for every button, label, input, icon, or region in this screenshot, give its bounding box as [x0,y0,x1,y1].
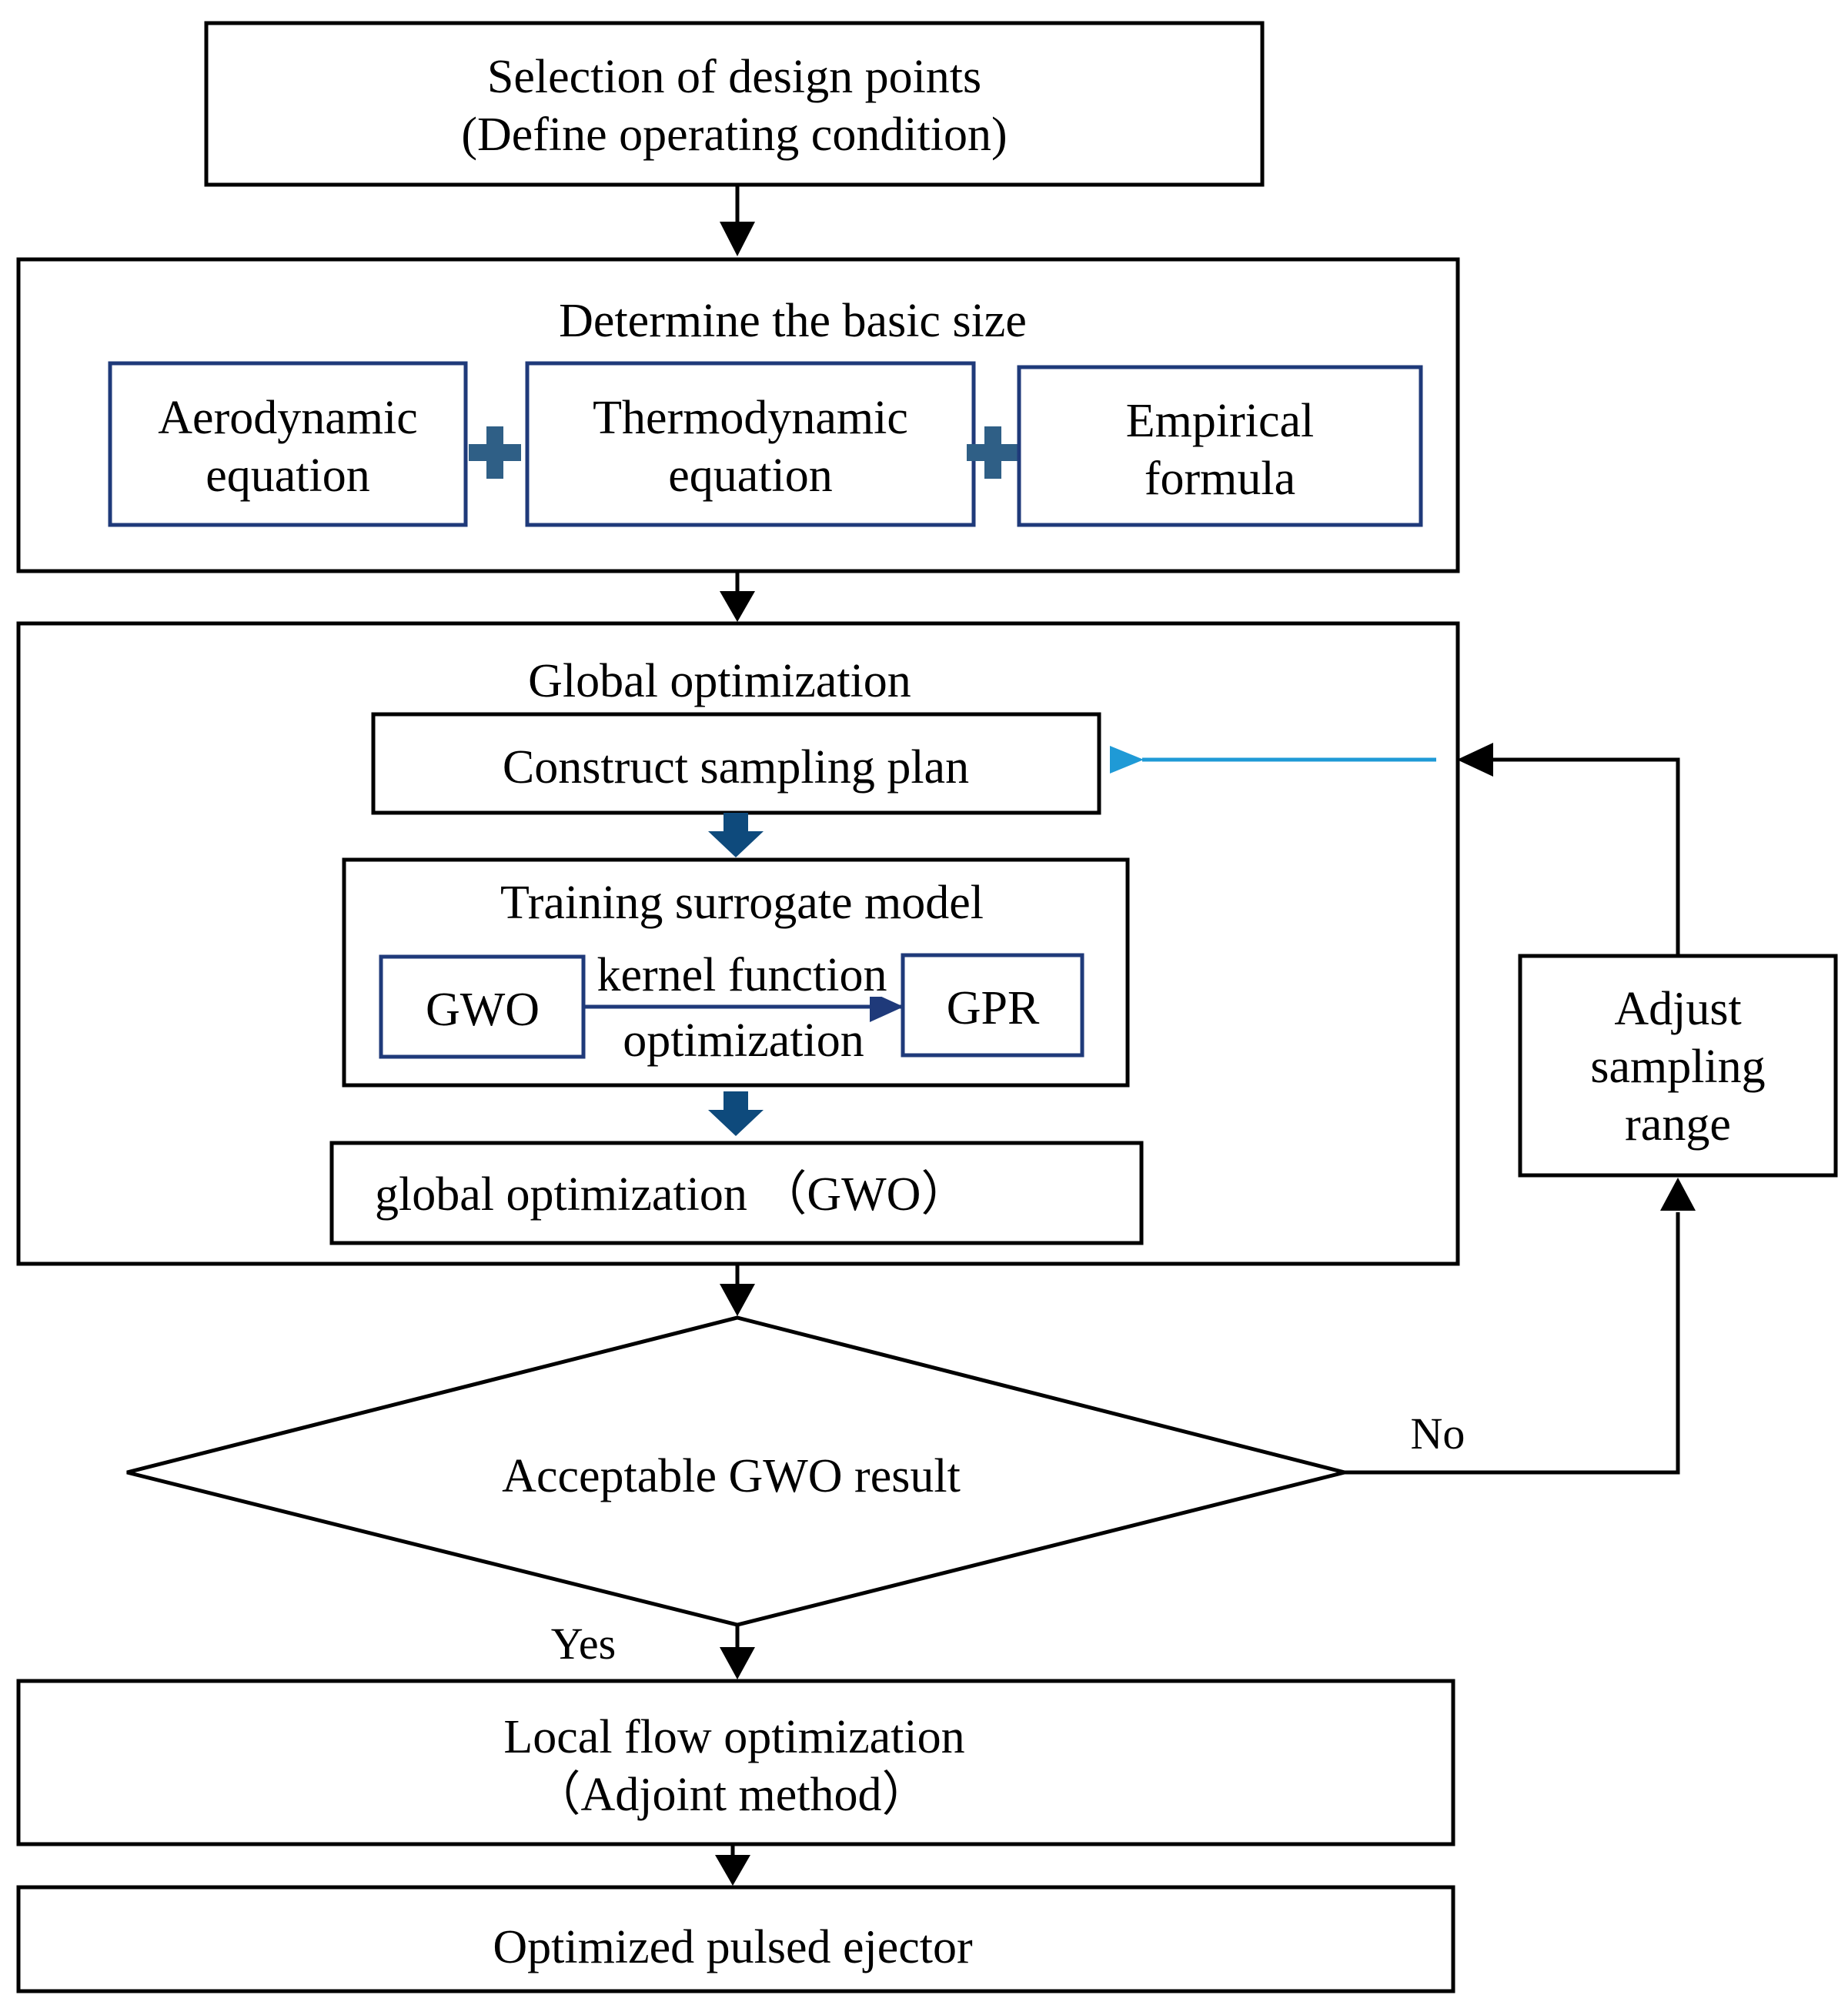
arrow-selection-to-basic [720,185,755,256]
gwo-node: GWO [379,954,586,1059]
thermodynamic-line1: Thermodynamic [593,392,908,444]
empirical-line2: formula [1145,453,1295,505]
selection-node: Selection of design points (Define opera… [204,21,1265,187]
adjust-line3: range [1625,1098,1731,1151]
gwo-label: GWO [426,984,540,1036]
thermodynamic-line2: equation [668,449,833,502]
selection-line1: Selection of design points [487,51,981,103]
basic-size-group: Determine the basic size Aerodynamic equ… [16,257,1460,573]
result-node: Optimized pulsed ejector [16,1885,1455,1993]
aerodynamic-node: Aerodynamic equation [108,361,468,527]
kernel-label-line2: optimization [623,1014,864,1067]
plus-icon [469,426,521,479]
kernel-label-line1: kernel function [597,949,887,1001]
gwo-global-label: global optimization （GWO） [375,1168,968,1221]
local-optimization-line1: Local flow optimization [503,1711,964,1763]
training-node: Training surrogate model GWO kernel func… [342,857,1130,1088]
edge-adjust-to-global [1457,743,1680,956]
training-title: Training surrogate model [500,877,984,929]
kernel-label-backdrop [586,951,893,997]
thermodynamic-node: Thermodynamic equation [525,361,976,527]
global-optimization-group: Global optimization Construct sampling p… [16,621,1460,1266]
local-optimization-line2: （Adjoint method） [533,1769,930,1821]
global-optimization-title: Global optimization [528,655,911,707]
adjust-line1: Adjust [1614,983,1741,1035]
arrow-basic-to-global [720,571,755,622]
empirical-line1: Empirical [1126,395,1314,447]
decision-label: Acceptable GWO result [502,1450,961,1502]
gpr-label: GPR [947,982,1040,1034]
basic-size-title: Determine the basic size [559,295,1027,347]
gwo-global-node: global optimization （GWO） [329,1141,1144,1245]
edge-no: No [1345,1178,1696,1475]
edge-yes: Yes [551,1619,755,1679]
selection-line2: (Define operating condition) [461,109,1007,161]
adjust-node: Adjust sampling range [1518,954,1838,1178]
sampling-plan-node: Construct sampling plan [371,712,1101,815]
arrow-local-to-result [715,1844,750,1886]
aerodynamic-line1: Aerodynamic [158,392,417,444]
arrow-sampling-to-training [708,813,764,857]
edge-yes-label: Yes [551,1619,616,1669]
empirical-node: Empirical formula [1017,365,1423,527]
sampling-plan-label: Construct sampling plan [503,741,969,794]
edge-no-label: No [1411,1409,1465,1459]
result-label: Optimized pulsed ejector [493,1921,973,1973]
plus-icon [967,426,1019,479]
decision-node: Acceptable GWO result [126,1315,1345,1627]
aerodynamic-line2: equation [206,449,370,502]
gpr-node: GPR [901,953,1084,1058]
arrow-global-to-decision [720,1264,755,1316]
arrow-training-to-gwo [708,1091,764,1136]
adjust-line2: sampling [1590,1041,1765,1093]
local-optimization-node: Local flow optimization （Adjoint method） [16,1679,1455,1846]
